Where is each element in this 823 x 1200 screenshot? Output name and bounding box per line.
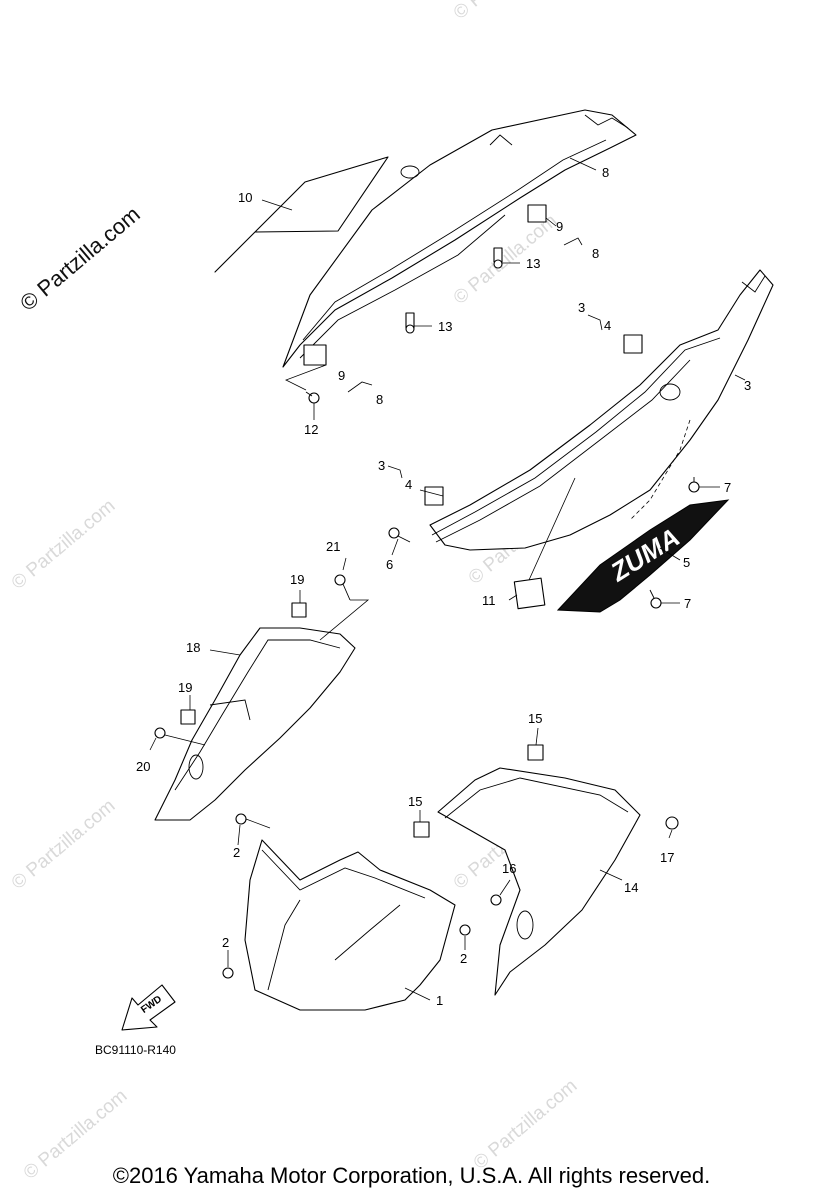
callout-8: 8 bbox=[376, 392, 383, 407]
part-8-upper-cover bbox=[282, 109, 637, 368]
part-2-screw bbox=[235, 813, 247, 825]
callout-4: 4 bbox=[604, 318, 611, 333]
callout-3: 3 bbox=[744, 378, 751, 393]
callout-14: 14 bbox=[624, 880, 638, 895]
part-18-panel bbox=[154, 627, 356, 821]
callout-9: 9 bbox=[338, 368, 345, 383]
watermark: © Partzilla.com bbox=[450, 0, 562, 24]
callout-16: 16 bbox=[502, 861, 516, 876]
part-15-clip bbox=[527, 744, 544, 761]
callout-11: 11 bbox=[482, 593, 496, 608]
part-1-front-cover bbox=[244, 839, 456, 1011]
part-4-pad bbox=[424, 486, 444, 506]
callout-13: 13 bbox=[438, 319, 452, 334]
part-14-lower-cover bbox=[437, 767, 641, 996]
callout-9: 9 bbox=[556, 219, 563, 234]
watermark-main: © Partzilla.com bbox=[15, 201, 145, 315]
callout-17: 17 bbox=[660, 850, 674, 865]
callout-labels: 1 2 2 2 3 3 3 4 4 5 6 7 7 8 8 8 9 9 10 1… bbox=[136, 165, 751, 1008]
part-17-screw bbox=[665, 816, 679, 830]
part-21-screw bbox=[334, 574, 351, 601]
fwd-arrow-icon: FWD bbox=[121, 984, 176, 1031]
part-13-fastener bbox=[493, 247, 503, 269]
part-3-side-cover bbox=[429, 269, 774, 551]
part-15-clip bbox=[413, 821, 430, 838]
mount-hole-icon bbox=[188, 754, 204, 780]
part-10-decal bbox=[214, 156, 389, 273]
callout-6: 6 bbox=[386, 557, 393, 572]
part-20-screw bbox=[154, 727, 206, 746]
watermark: © Partzilla.com bbox=[8, 495, 120, 593]
callout-1: 1 bbox=[436, 993, 443, 1008]
mount-hole-icon bbox=[516, 910, 534, 940]
callout-5: 5 bbox=[683, 555, 690, 570]
callout-8: 8 bbox=[602, 165, 609, 180]
callout-8: 8 bbox=[592, 246, 599, 261]
part-11-label bbox=[513, 577, 546, 610]
callout-19: 19 bbox=[178, 680, 192, 695]
callout-2: 2 bbox=[222, 935, 229, 950]
part-4-pad bbox=[623, 334, 643, 354]
callout-3: 3 bbox=[578, 300, 585, 315]
callout-7: 7 bbox=[684, 596, 691, 611]
watermark: © Partzilla.com bbox=[470, 1075, 582, 1173]
callout-15: 15 bbox=[408, 794, 422, 809]
part-9-pad bbox=[527, 204, 547, 223]
callout-15: 15 bbox=[528, 711, 542, 726]
callout-21: 21 bbox=[326, 539, 340, 554]
diagram-reference-code: BC91110-R140 bbox=[95, 1043, 176, 1057]
copyright-footer: ©2016 Yamaha Motor Corporation, U.S.A. A… bbox=[112, 1163, 711, 1188]
part-19-clip bbox=[291, 602, 307, 618]
callout-20: 20 bbox=[136, 759, 150, 774]
callout-7: 7 bbox=[724, 480, 731, 495]
watermark: © Partzilla.com bbox=[8, 795, 120, 893]
callout-10: 10 bbox=[238, 190, 252, 205]
part-6-screw bbox=[388, 527, 411, 543]
part-16-screw bbox=[490, 894, 502, 906]
callout-3: 3 bbox=[378, 458, 385, 473]
callout-19: 19 bbox=[290, 572, 304, 587]
callout-12: 12 bbox=[304, 422, 318, 437]
callout-4: 4 bbox=[405, 477, 412, 492]
callout-13: 13 bbox=[526, 256, 540, 271]
part-7-screw bbox=[649, 589, 662, 609]
callout-2: 2 bbox=[233, 845, 240, 860]
part-2-screw bbox=[459, 924, 471, 936]
part-19-clip bbox=[180, 709, 196, 725]
part-13-fastener bbox=[405, 312, 415, 334]
part-9-pad bbox=[303, 344, 327, 366]
part-7-screw bbox=[688, 477, 700, 493]
callout-2: 2 bbox=[460, 951, 467, 966]
cover-hole-icon bbox=[659, 383, 681, 401]
cover-hole-icon bbox=[400, 165, 420, 179]
part-2-screw bbox=[222, 967, 234, 979]
callout-18: 18 bbox=[186, 640, 200, 655]
leader-lines bbox=[149, 157, 746, 1001]
part-12-screw bbox=[305, 391, 320, 404]
